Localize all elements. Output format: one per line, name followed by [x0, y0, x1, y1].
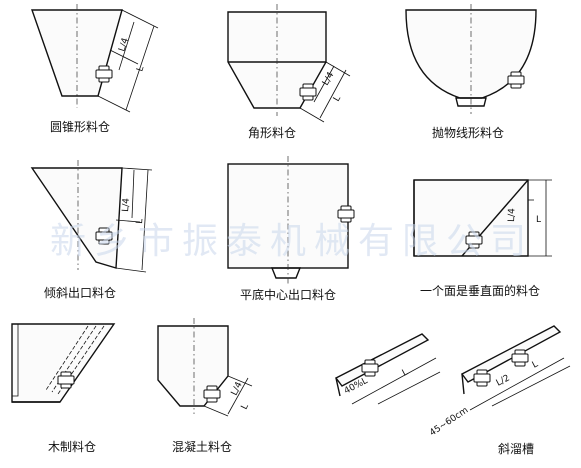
caption-parabolic-bin: 抛物线形料仓	[432, 126, 505, 140]
dim-label-length: L	[332, 94, 343, 103]
caption-wooden-bin: 木制料仓	[48, 440, 97, 454]
flat-bottom-center-outlet-bin-figure	[227, 156, 355, 284]
dim-label-quarter: L/4	[321, 70, 337, 87]
caption-angular-bin: 角形料仓	[248, 126, 297, 140]
dim-label-length: L	[135, 65, 146, 73]
watermark: 新乡市振泰机械有限公司	[50, 221, 535, 262]
dim-label-length: L	[240, 402, 251, 411]
concrete-bin-figure: L/4 L	[157, 318, 253, 417]
dim-label-quarter: L/4	[121, 197, 132, 212]
chute-figure-left: 40%L L	[334, 333, 441, 405]
caption-flat-bottom-center-outlet-bin: 平底中心出口料仓	[240, 288, 337, 302]
angular-bin-figure: L/4 L	[227, 4, 351, 123]
dim-label-half: L/2	[495, 373, 512, 388]
one-vertical-wall-bin-figure: L/4 L	[413, 179, 552, 257]
inclined-outlet-bin-figure: L/4 L	[30, 160, 153, 273]
dim-label-length: L	[531, 359, 540, 370]
dim-label-quarter: L/4	[117, 36, 131, 52]
caption-concrete-bin: 混凝土料仓	[172, 440, 233, 454]
wooden-bin-figure	[11, 323, 116, 403]
dim-label-quarter: L/4	[507, 208, 517, 222]
dim-label-range: 45~60cm	[428, 405, 470, 438]
caption-conical-bin: 圆锥形料仓	[50, 120, 111, 134]
caption-one-vertical-wall-bin: 一个面是垂直面的料仓	[420, 284, 541, 298]
caption-chute: 斜溜槽	[498, 442, 535, 456]
caption-inclined-outlet-bin: 倾斜出口料仓	[44, 286, 117, 300]
conical-bin-figure: L/4 L	[31, 4, 159, 113]
dim-label-length: L	[135, 219, 145, 225]
dim-label-length: L	[536, 215, 541, 225]
dim-label-quarter: L/4	[230, 380, 245, 397]
chute-figure-right: L/2 L 45~60cm	[428, 325, 571, 438]
parabolic-bin-figure	[405, 4, 537, 114]
dim-label-length: L	[401, 367, 410, 378]
